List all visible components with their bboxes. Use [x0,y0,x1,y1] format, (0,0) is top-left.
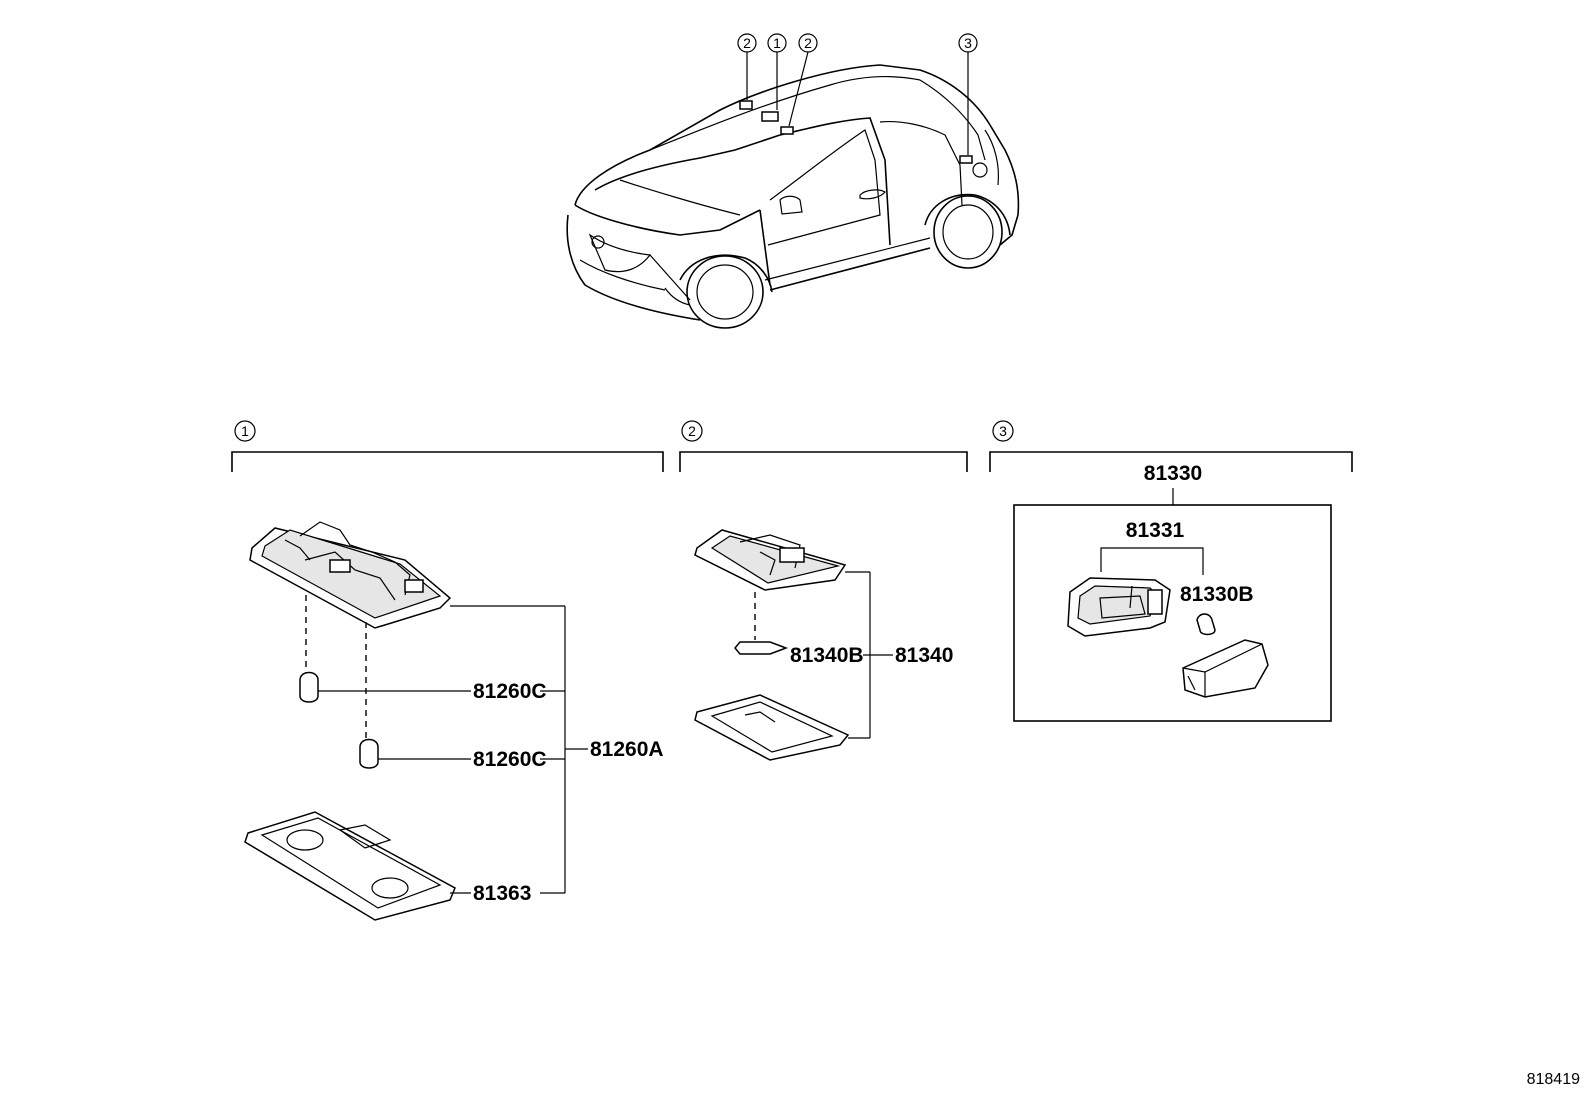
group-1-callout: 1 [241,423,249,439]
vehicle-callouts: 2 1 2 3 [737,33,978,53]
label-81363: 81363 [473,882,531,905]
group-2-callout: 2 [688,423,696,439]
diagram-id: 818419 [1527,1071,1580,1088]
vehicle-callout-4: 3 [964,35,972,51]
label-81260c-lower: 81260C [473,748,547,771]
vehicle-callout-1: 2 [743,35,751,51]
vehicle-callout-2: 1 [773,35,781,51]
label-81340: 81340 [895,644,953,667]
label-81260a: 81260A [590,738,664,761]
label-81340b: 81340B [790,644,864,667]
group-3-parts: 81330 81331 81330B [1013,462,1332,722]
group-2-parts: 81340B 81340 [694,529,953,761]
group-1-parts: 81260C 81260C 81260A 81363 [244,521,664,921]
label-81330b: 81330B [1180,583,1254,606]
vehicle-callout-3: 2 [804,35,812,51]
group-headers: 1 2 3 [231,420,1353,472]
label-81260c-upper: 81260C [473,680,547,703]
group-3-callout: 3 [999,423,1007,439]
label-81331: 81331 [1126,519,1185,542]
label-81330: 81330 [1144,462,1202,485]
vehicle-illustration [566,51,1020,329]
group-3-box [1013,504,1332,722]
